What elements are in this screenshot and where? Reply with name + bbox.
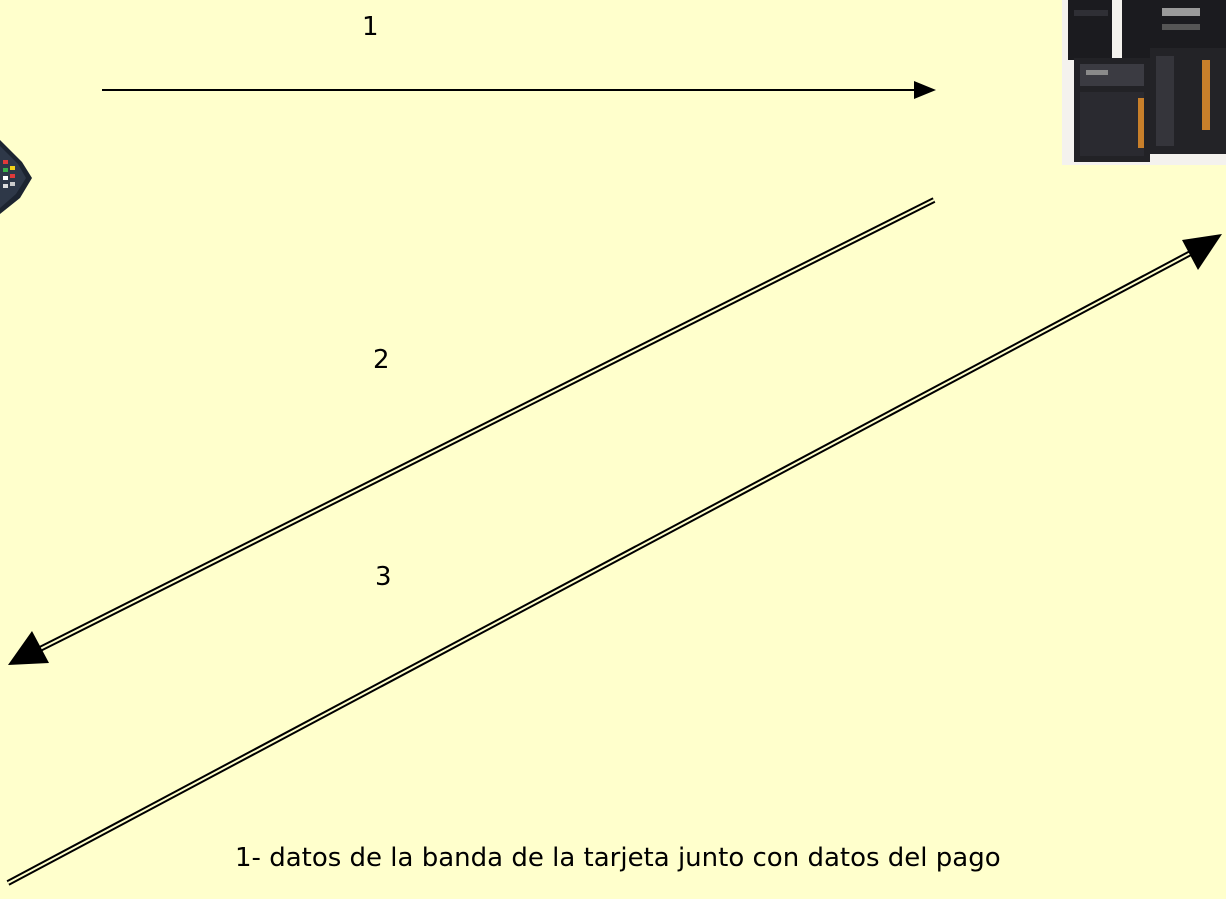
card-terminal-icon — [0, 140, 32, 214]
caption-text: 1- datos de la banda de la tarjeta junto… — [235, 843, 1001, 873]
step-label-3: 3 — [375, 562, 392, 592]
arrow-step-1 — [102, 81, 936, 99]
server-icon — [1062, 0, 1226, 165]
step-label-1: 1 — [362, 12, 379, 42]
arrow-step-2 — [8, 197, 936, 665]
step-label-2: 2 — [373, 345, 390, 375]
arrow-step-3 — [6, 234, 1222, 886]
